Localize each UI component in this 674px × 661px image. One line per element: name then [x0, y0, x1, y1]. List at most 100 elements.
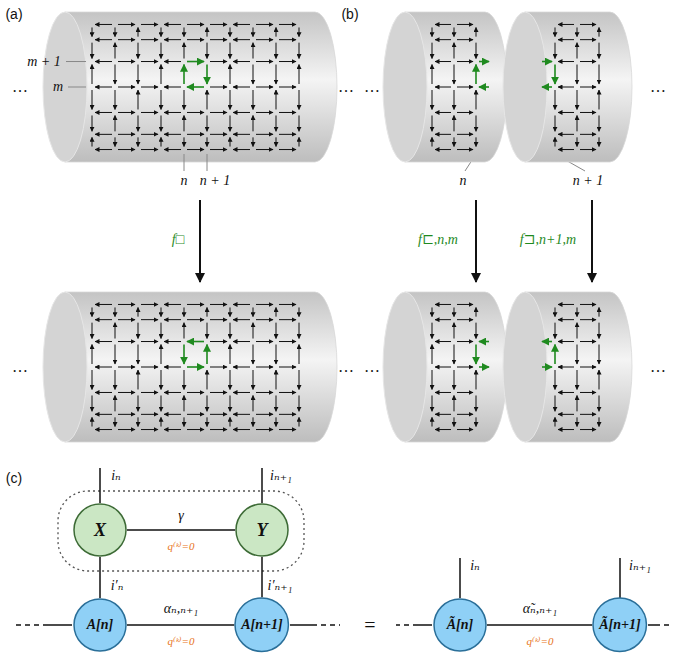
link-arrow: [95, 24, 112, 25]
link-arrow: [233, 24, 250, 25]
link-arrow: [230, 43, 231, 59]
tensor-bond: [127, 624, 234, 626]
link-arrow: [299, 345, 300, 364]
link-arrow: [558, 429, 574, 430]
link-arrow: [432, 115, 433, 131]
link-arrow: [457, 87, 473, 88]
link-arrow: [141, 112, 158, 113]
link-arrow: [210, 304, 227, 305]
link-arrow: [454, 345, 455, 364]
link-arrow: [555, 370, 556, 389]
link-arrow: [207, 370, 208, 389]
link-arrow: [164, 112, 181, 113]
link-arrow: [115, 345, 116, 364]
link-arrow: [279, 392, 296, 393]
link-arrow: [92, 27, 93, 36]
link-arrow: [256, 414, 273, 415]
link-arrow: [558, 367, 574, 368]
link-arrow: [555, 307, 556, 316]
link-arrow: [141, 87, 158, 88]
link-arrow: [92, 395, 93, 411]
link-arrow: [457, 112, 473, 113]
link-arrow: [457, 414, 473, 415]
link-arrow: [558, 414, 574, 415]
leader-line: [184, 154, 185, 171]
ellipsis: …: [338, 79, 354, 95]
row-index: m + 1: [27, 55, 61, 69]
bond-leg: [396, 624, 418, 626]
panel-label: (b): [341, 7, 358, 21]
link-arrow: [95, 429, 112, 430]
link-arrow: [580, 429, 596, 430]
link-arrow: [187, 149, 204, 150]
link-arrow: [454, 323, 455, 339]
tensor-bond: [261, 557, 263, 597]
link-arrow: [256, 341, 273, 342]
link-arrow: [210, 341, 227, 342]
link-arrow: [435, 134, 451, 135]
tensor-name: A[n+1]: [234, 597, 289, 652]
link-arrow: [233, 61, 250, 62]
link-arrow: [253, 323, 254, 339]
link-arrow: [141, 39, 158, 40]
link-arrow: [279, 414, 296, 415]
link-arrow: [299, 417, 300, 426]
link-arrow: [435, 429, 451, 430]
link-arrow: [435, 367, 451, 368]
mps-tensor: Ã[n]: [433, 598, 487, 652]
link-arrow: [253, 90, 254, 109]
link-arrow: [279, 319, 296, 320]
ellipsis: …: [12, 79, 28, 95]
link-arrow: [95, 112, 112, 113]
link-arrow: [115, 307, 116, 316]
link-arrow: [299, 115, 300, 131]
link-arrow: [580, 367, 596, 368]
link-arrow: [118, 61, 135, 62]
link-arrow: [580, 24, 596, 25]
link-arrow: [164, 39, 181, 40]
link-arrow: [580, 392, 596, 393]
physical-index: iₙ₊₁: [629, 559, 651, 573]
bond-index: i′ₙ₊₁: [268, 579, 293, 593]
link-arrow: [299, 307, 300, 316]
link-arrow: [92, 323, 93, 339]
link-arrow: [138, 345, 139, 364]
link-arrow: [554, 345, 556, 364]
gate-tensor: X: [73, 503, 127, 557]
link-arrow: [207, 43, 208, 59]
link-arrow: [187, 429, 204, 430]
link-arrow: [95, 149, 112, 150]
link-arrow: [118, 341, 135, 342]
link-arrow: [558, 319, 574, 320]
link-arrow: [276, 395, 277, 411]
bond-leg: [48, 624, 72, 626]
tensor-bond: [487, 624, 592, 626]
bond-leg: [14, 624, 48, 626]
link-arrow: [141, 414, 158, 415]
link-arrow: [164, 24, 181, 25]
bond-index: αₙ,ₙ₊₁: [164, 602, 198, 616]
link-arrow: [161, 307, 162, 316]
link-arrow: [253, 345, 254, 364]
link-arrow: [141, 319, 158, 320]
link-arrow: [580, 134, 596, 135]
ellipsis: …: [364, 359, 380, 375]
link-arrow: [276, 417, 277, 426]
link-arrow: [476, 417, 477, 426]
mps-tensor: Ã[n+1]: [592, 597, 647, 652]
link-arrow: [253, 65, 254, 84]
link-arrow: [558, 39, 574, 40]
link-arrow: [454, 90, 455, 109]
link-arrow: [580, 414, 596, 415]
link-arrow: [580, 304, 596, 305]
link-arrow: [299, 370, 300, 389]
link-arrow: [276, 370, 277, 389]
link-arrow: [580, 341, 596, 342]
link-arrow: [555, 323, 556, 339]
link-arrow: [138, 27, 139, 36]
link-arrow: [577, 345, 578, 364]
link-arrow: [95, 367, 112, 368]
link-arrow: [115, 65, 116, 84]
link-arrow: [187, 392, 204, 393]
link-arrow: [580, 39, 596, 40]
